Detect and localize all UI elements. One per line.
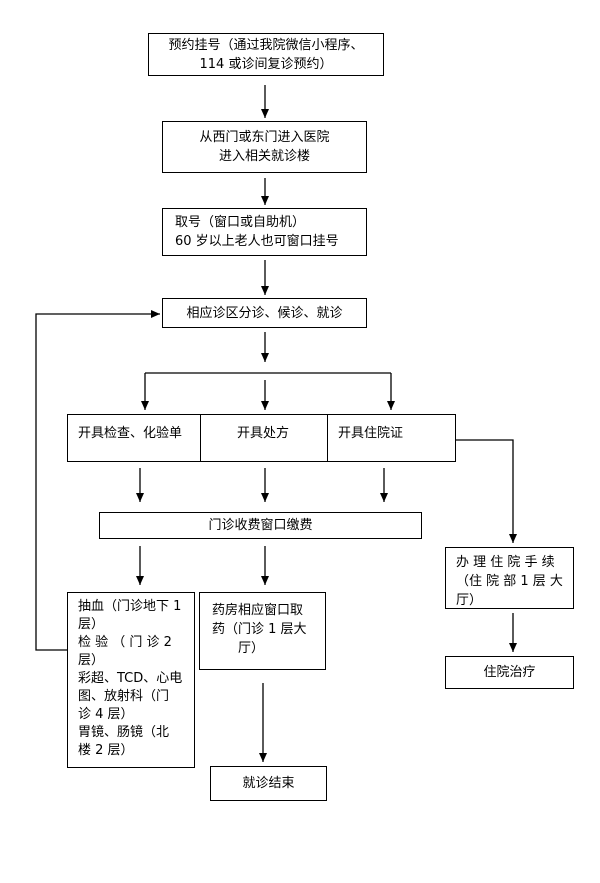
step-procedure-line-1: 办 理 住 院 手 续	[456, 555, 555, 570]
step-end-label: 就诊结束	[242, 776, 295, 791]
step-exams-line-9: 楼 2 层）	[78, 743, 134, 758]
step-ticket-line-1: 取号（窗口或自助机）	[175, 215, 306, 230]
step-exams-line-6: 图、放射科（门	[78, 689, 170, 704]
step-procedure-line-2: （住 院 部 1 层 大	[456, 574, 563, 589]
step-exams-line-7: 诊 4 层）	[78, 707, 134, 722]
step-exam-order: 开具检查、化验单	[67, 414, 201, 462]
step-prescription-label: 开具处方	[237, 426, 290, 441]
step-admission-cert: 开具住院证	[327, 414, 456, 462]
step-pharmacy: 药房相应窗口取 药（门诊 1 层大 厅）	[199, 592, 326, 670]
step-exams-line-5: 彩超、TCD、心电	[78, 671, 183, 686]
step-ticket-line-2: 60 岁以上老人也可窗口挂号	[175, 234, 339, 249]
step-payment-label: 门诊收费窗口缴费	[208, 518, 313, 533]
step-exams-line-1: 抽血（门诊地下 1	[78, 599, 182, 614]
step-get-ticket: 取号（窗口或自助机） 60 岁以上老人也可窗口挂号	[162, 208, 367, 256]
step-exams: 抽血（门诊地下 1 层） 检 验 （ 门 诊 2 层） 彩超、TCD、心电 图、…	[67, 592, 195, 768]
step-procedure-line-3: 厅）	[456, 593, 483, 608]
step-payment: 门诊收费窗口缴费	[99, 512, 422, 539]
step-exams-line-8: 胃镜、肠镜（北	[78, 725, 170, 740]
step-exams-line-2: 层）	[78, 617, 105, 632]
step-appointment-line-1: 预约挂号（通过我院微信小程序、	[168, 37, 364, 53]
step-end: 就诊结束	[210, 766, 327, 801]
step-pharmacy-line-3: 厅）	[238, 641, 265, 656]
step-pharmacy-line-2: 药（门诊 1 层大	[212, 622, 307, 637]
step-exams-line-4: 层）	[78, 653, 105, 668]
step-admission-cert-label: 开具住院证	[338, 426, 404, 441]
step-exam-order-label: 开具检查、化验单	[78, 426, 183, 441]
step-triage: 相应诊区分诊、候诊、就诊	[162, 298, 367, 328]
step-appointment-line-2: 114 或诊间复诊预约）	[199, 56, 333, 72]
step-admission-procedure: 办 理 住 院 手 续 （住 院 部 1 层 大 厅）	[445, 547, 574, 609]
step-inpatient-label: 住院治疗	[483, 665, 536, 680]
arrow-admission-to-procedure	[456, 439, 517, 543]
step-enter-line-2: 进入相关就诊楼	[218, 149, 310, 164]
step-triage-label: 相应诊区分诊、候诊、就诊	[186, 305, 343, 321]
step-appointment: 预约挂号（通过我院微信小程序、 114 或诊间复诊预约）	[148, 33, 384, 76]
step-enter-hospital: 从西门或东门进入医院 进入相关就诊楼	[162, 121, 367, 173]
step-prescription: 开具处方	[200, 414, 328, 462]
step-enter-line-1: 从西门或东门进入医院	[199, 130, 330, 145]
step-pharmacy-line-1: 药房相应窗口取	[212, 603, 304, 618]
step-inpatient: 住院治疗	[445, 656, 574, 689]
step-exams-line-3: 检 验 （ 门 诊 2	[78, 635, 172, 650]
